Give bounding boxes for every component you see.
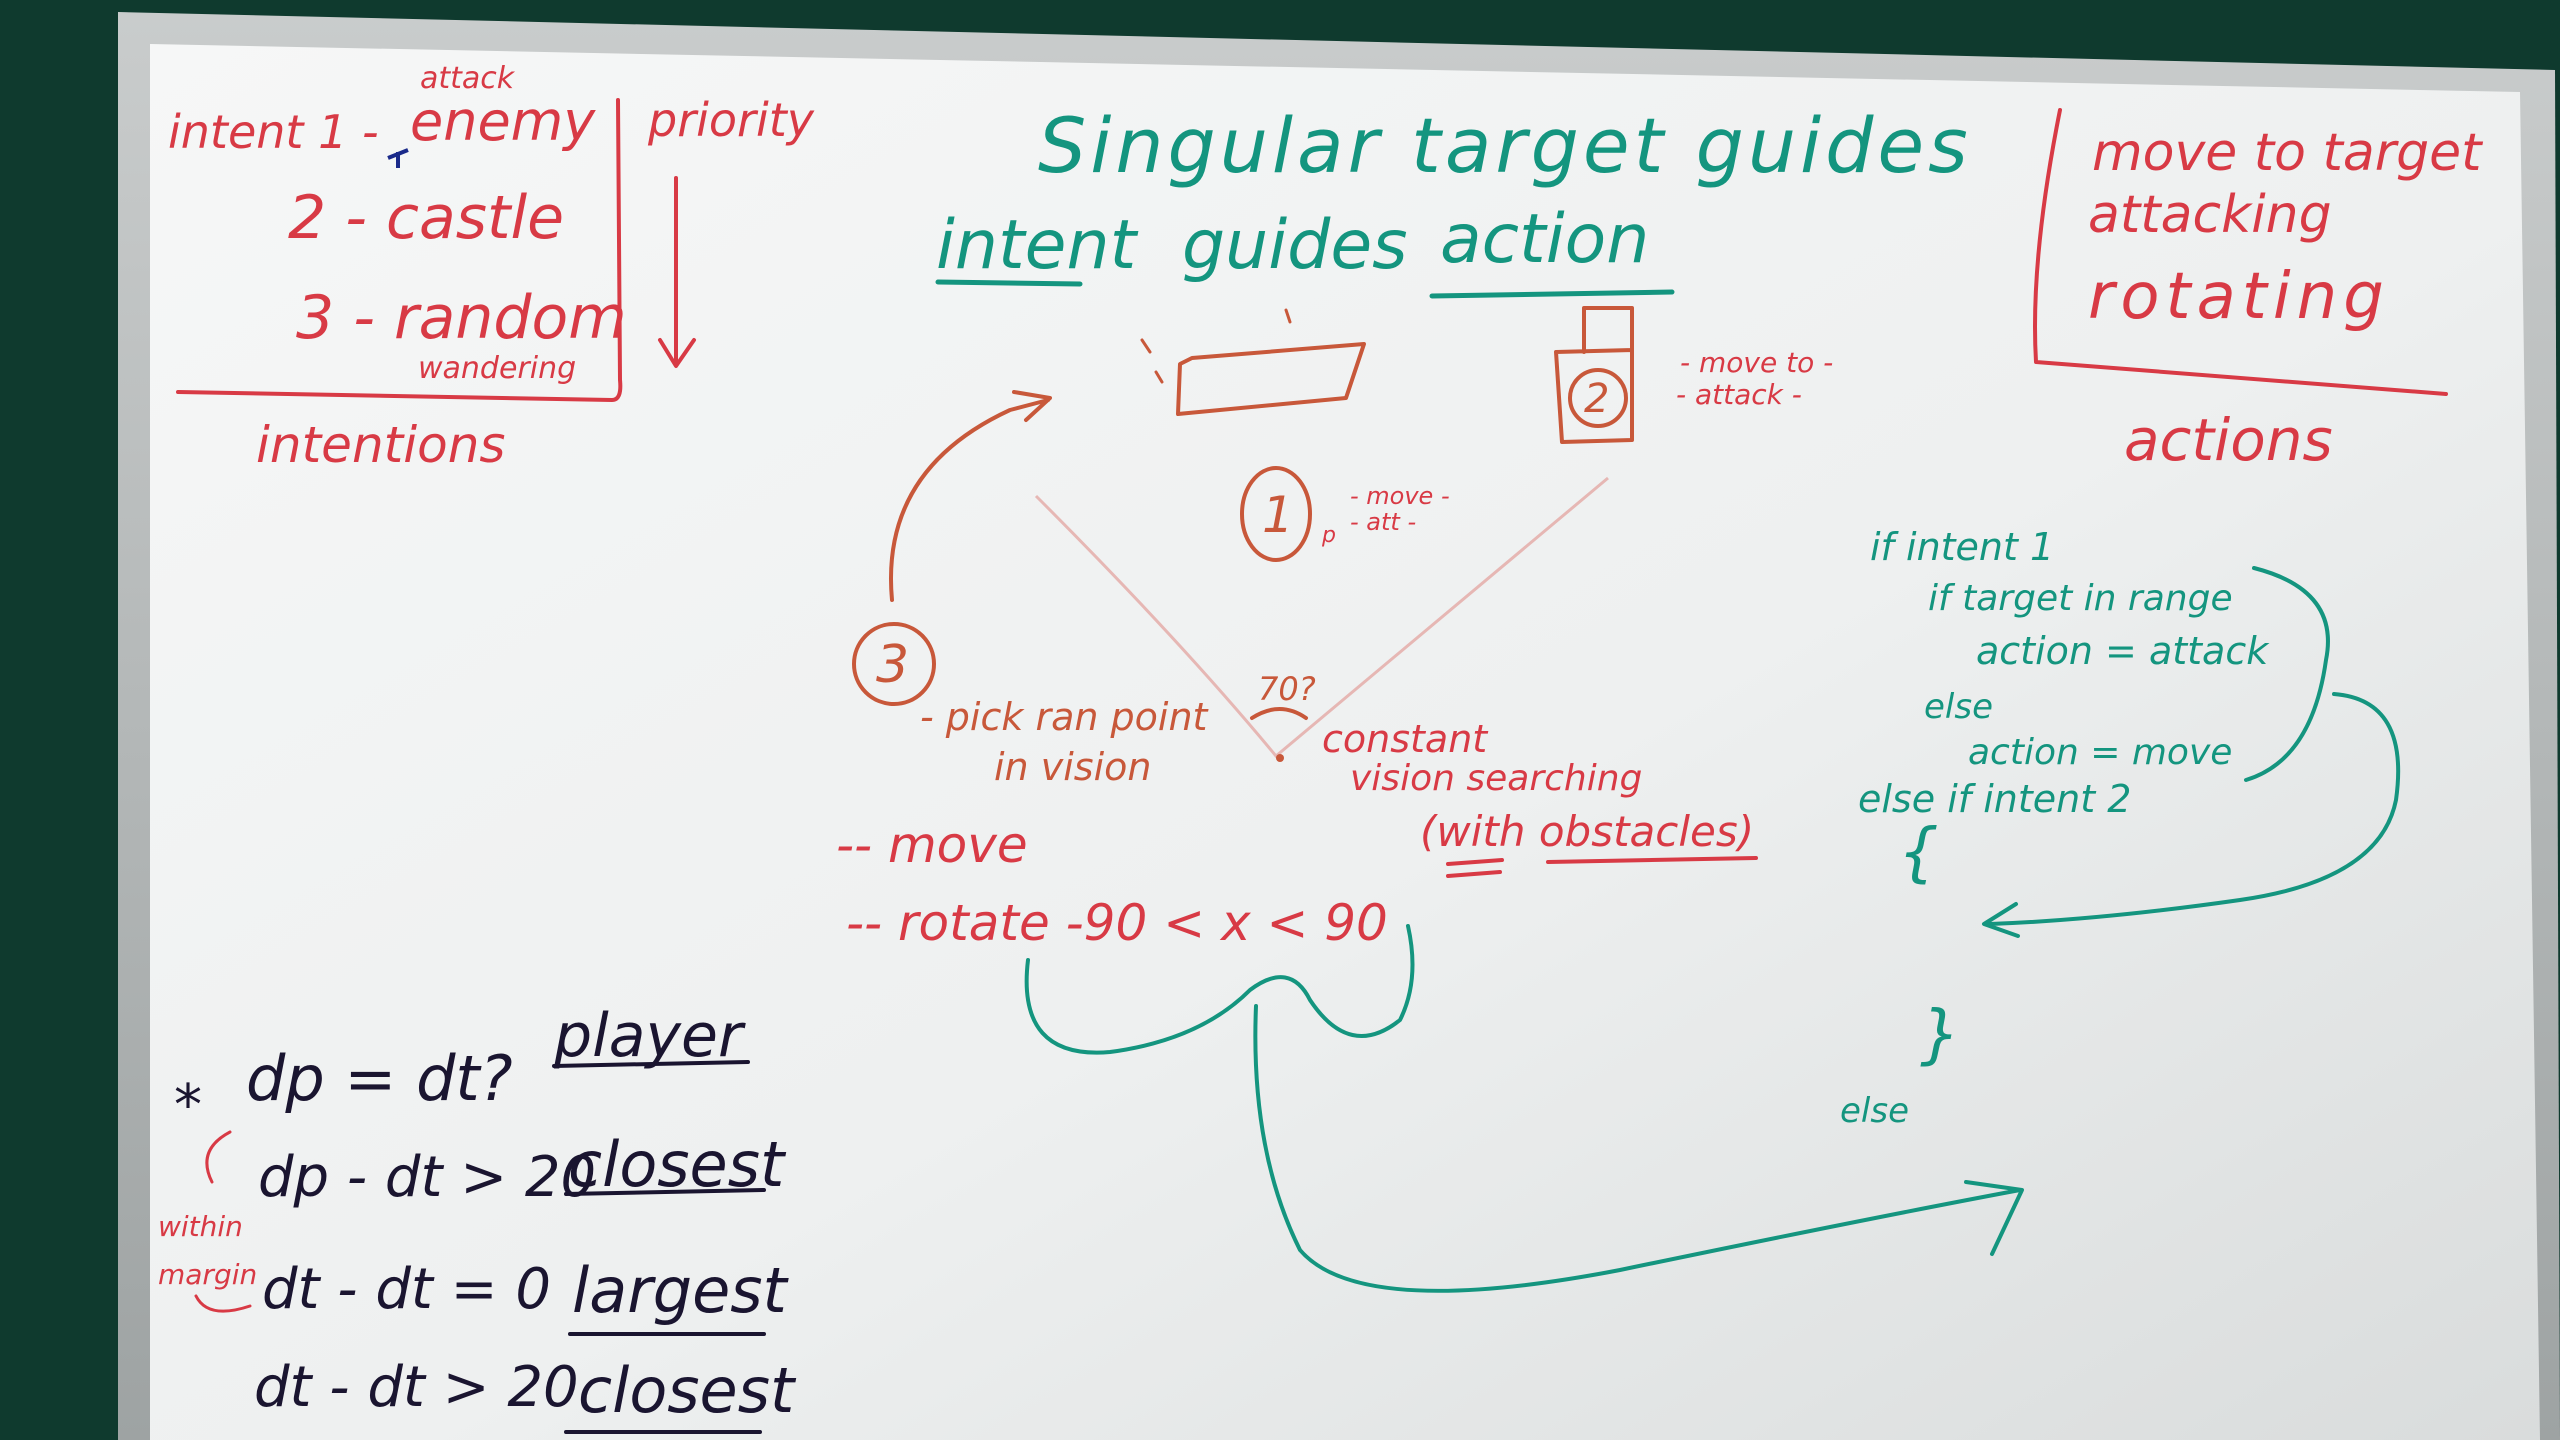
circle-2-note-b: - attack - (1676, 378, 1802, 411)
actions-box: move to target attacking rotating action… (2033, 108, 2483, 474)
star-mark (387, 148, 409, 168)
action-attacking: attacking (2088, 185, 2332, 245)
code-line-9: else (1840, 1091, 1909, 1131)
circle-1-label: 1 (1262, 486, 1294, 544)
intent-1-target: enemy (410, 90, 596, 153)
board-surface (150, 44, 2540, 1440)
margin-arrows (194, 1130, 252, 1313)
code-line-7: { (1898, 816, 1939, 890)
curved-arrow (889, 390, 1052, 602)
action-rotating: rotating (2088, 260, 2390, 334)
tower-2 (1554, 306, 1634, 444)
rule-1-star: * (174, 1073, 202, 1138)
pick-line-1: - pick ran point (920, 695, 1210, 739)
circle-1 (1240, 466, 1312, 562)
circle-3-label: 3 (876, 635, 909, 695)
intent-underline (935, 279, 1083, 287)
vision-cone (1034, 476, 1609, 759)
rule-3-expr: dt - dt = 0 (262, 1257, 551, 1322)
vision-diagram: 2 - move to - - attack - 1 p - move - - … (836, 306, 1833, 952)
action-move-to-target: move to target (2092, 123, 2483, 183)
else-branch-arrow (1253, 1004, 2024, 1293)
priority-arrow (658, 176, 696, 368)
rule-2-expr: dp - dt > 20 (258, 1145, 596, 1210)
title-guides: guides (1182, 206, 1408, 285)
intent-3-label: 3 - random (296, 283, 627, 353)
if-brace (2244, 566, 2330, 782)
intentions-caption: intentions (256, 416, 505, 474)
intent-3-note: wandering (418, 351, 576, 386)
code-line-6: else if intent 2 (1858, 777, 2131, 821)
circle-2-note-a: - move to - (1680, 346, 1833, 379)
block-marks (1140, 308, 1292, 384)
circle-2-label: 2 (1584, 376, 1609, 422)
code-line-5: action = move (1968, 732, 2232, 773)
rule-1-result: player (553, 1001, 746, 1071)
constant-line-1: constant (1322, 717, 1489, 761)
code-line-2: if target in range (1928, 578, 2233, 619)
pick-line-2: in vision (994, 745, 1151, 789)
code-line-3: action = attack (1976, 629, 2270, 673)
circle-1-p: p (1321, 523, 1336, 548)
target-selection-block: dp = dt? player * dp - dt > 20 closest d… (158, 1001, 797, 1434)
actions-caption: actions (2124, 406, 2333, 474)
actions-bracket (2033, 108, 2448, 396)
intent-2-label: 2 - castle (288, 183, 564, 253)
angle-label: 70? (1258, 670, 1316, 708)
obstacles-underline (1446, 856, 1758, 878)
circle-1-note-a: - move - (1350, 482, 1450, 510)
rule-3-result: largest (572, 1254, 790, 1327)
rule-4-expr: dt - dt > 20 (254, 1355, 579, 1420)
obstacle-block (1176, 342, 1366, 416)
title-intent: intent (936, 206, 1139, 285)
intentions-box: intent 1 - enemy attack 2 - castle 3 - r… (168, 61, 815, 474)
intentions-bracket (176, 98, 623, 402)
code-line-8: } (1920, 998, 1961, 1072)
margin-note-b: margin (158, 1258, 257, 1291)
title-line-1: Singular target guides (1038, 101, 1972, 190)
intent-1-label: intent 1 - (168, 105, 379, 159)
intent-1-note: attack (420, 61, 516, 96)
margin-note-a: within (158, 1210, 243, 1243)
rotate-option: -- rotate -90 < x < 90 (846, 894, 1388, 952)
title-action: action (1440, 200, 1649, 279)
circle-3 (852, 622, 936, 706)
move-option: -- move (836, 816, 1028, 874)
code-line-4: else (1924, 687, 1993, 727)
intent-2-arrow (1982, 692, 2401, 938)
circle-1-note-b: - att - (1350, 508, 1416, 536)
constant-line-2: vision searching (1350, 758, 1642, 799)
result-underlines (552, 1060, 766, 1434)
obstacles-note: (with obstacles) (1420, 807, 1754, 856)
priority-label: priority (647, 93, 815, 147)
rule-4-result: closest (578, 1354, 797, 1427)
viewer-dot (1276, 754, 1284, 762)
action-underline (1429, 289, 1675, 299)
circle-2 (1568, 368, 1628, 428)
code-line-1: if intent 1 (1870, 525, 2054, 569)
pseudocode-block: if intent 1 if target in range action = … (1840, 525, 2401, 1131)
title-block: Singular target guides intent guides act… (935, 101, 1972, 299)
angle-arc (1250, 707, 1308, 720)
rule-1-expr: dp = dt? (246, 1042, 513, 1115)
wave-connector (1024, 924, 1415, 1055)
